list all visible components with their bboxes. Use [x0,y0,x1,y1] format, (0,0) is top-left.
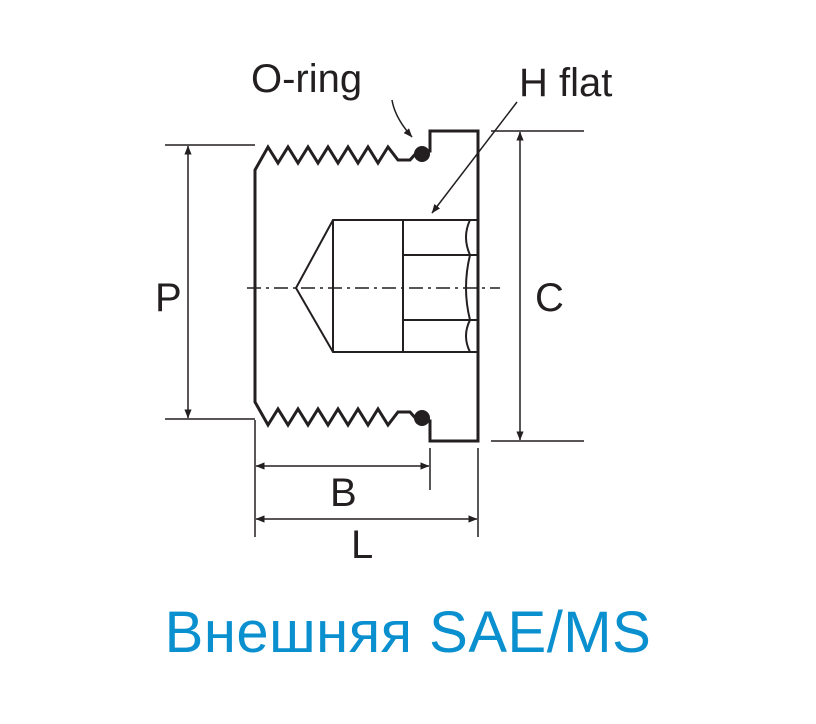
label-o-ring: O-ring [251,57,362,101]
leader-lines [391,99,518,214]
labels: O-ring H flat P C B L [155,57,612,567]
dimension-lines [184,131,524,523]
label-p: P [155,276,182,320]
label-l: L [351,523,373,567]
h-flat-leader [431,101,518,214]
o-ring-top [414,146,430,162]
plug-outline [253,129,480,443]
caption: Внешняя SAE/MS [164,600,652,665]
o-ring-bottom [414,410,430,426]
o-ring-leader [391,99,413,138]
o-ring-seals [414,146,430,426]
extension-lines [165,130,584,537]
hex-socket [294,219,478,353]
label-b: B [330,471,357,515]
label-h-flat: H flat [519,61,612,105]
label-c: C [535,276,564,320]
